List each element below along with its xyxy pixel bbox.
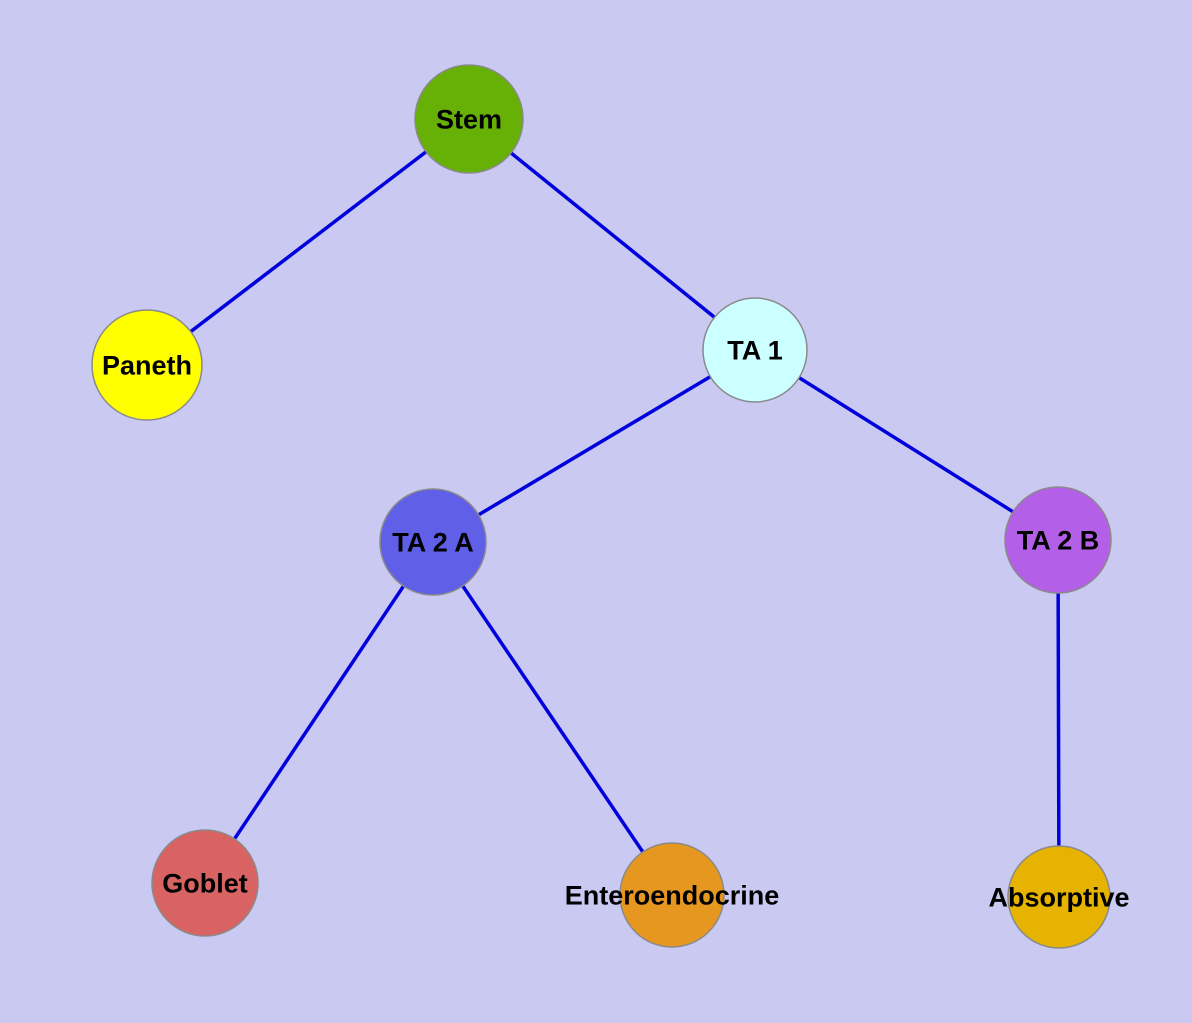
node-label-goblet: Goblet <box>162 868 248 898</box>
node-ta2b[interactable]: TA 2 B <box>1004 486 1112 594</box>
node-label-stem: Stem <box>436 104 502 134</box>
node-circle-stem[interactable] <box>414 64 524 174</box>
node-stem[interactable]: Stem <box>414 64 524 174</box>
node-enteroendocrine[interactable]: Enteroendocrine <box>565 842 780 948</box>
node-absorptive[interactable]: Absorptive <box>988 845 1130 949</box>
node-label-absorptive: Absorptive <box>988 882 1129 912</box>
node-label-paneth: Paneth <box>102 350 192 380</box>
node-label-ta2b: TA 2 B <box>1017 525 1100 555</box>
node-paneth[interactable]: Paneth <box>91 309 203 421</box>
edge-ta2a-goblet <box>203 541 435 884</box>
node-circle-enteroendocrine[interactable] <box>619 842 725 948</box>
edge-ta2a-enteroendocrine <box>431 541 674 896</box>
edge-ta1-ta2b <box>754 348 1059 542</box>
node-circle-paneth[interactable] <box>91 309 203 421</box>
edge-ta1-ta2a <box>432 348 756 544</box>
node-circle-goblet[interactable] <box>151 829 259 937</box>
node-circle-ta1[interactable] <box>702 297 808 403</box>
node-ta1[interactable]: TA 1 <box>702 297 808 403</box>
node-label-ta2a: TA 2 A <box>392 527 474 557</box>
edge-ta2b-absorptive <box>1056 539 1061 898</box>
edge-stem-ta1 <box>467 117 757 352</box>
node-ta2a[interactable]: TA 2 A <box>379 488 487 596</box>
node-label-ta1: TA 1 <box>727 335 783 365</box>
node-goblet[interactable]: Goblet <box>151 829 259 937</box>
node-circle-ta2b[interactable] <box>1004 486 1112 594</box>
edge-stem-paneth <box>145 117 471 367</box>
node-circle-ta2a[interactable] <box>379 488 487 596</box>
node-label-enteroendocrine: Enteroendocrine <box>565 880 780 910</box>
node-circle-absorptive[interactable] <box>1007 845 1111 949</box>
